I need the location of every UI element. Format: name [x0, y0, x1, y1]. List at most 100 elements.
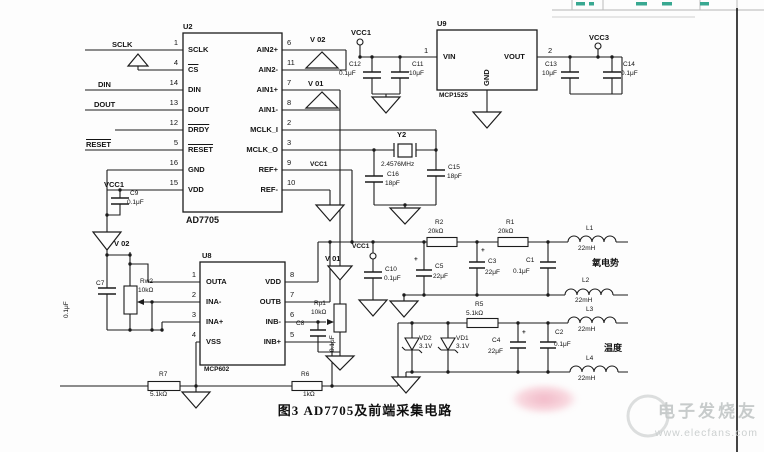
u9-ref: U9 [437, 19, 447, 28]
u9-pinnum-out: 2 [548, 46, 553, 55]
c11-value: 10μF [409, 70, 424, 77]
l4-ref: L4 [586, 355, 594, 362]
u8-pinnum-2: 2 [191, 290, 196, 299]
net-vcc1-left: VCC1 [104, 180, 125, 189]
u2-pinnum-14: 14 [169, 78, 178, 87]
c2-value: 0.1μF [554, 341, 571, 348]
c3-ref: C3 [488, 258, 497, 265]
c16-value: 18pF [385, 180, 400, 187]
u8-pin-vss: VSS [206, 337, 222, 346]
l1-value: 22mH [578, 245, 596, 252]
u2-pinnum-8: 8 [287, 98, 292, 107]
rw2-pot-body [123, 285, 138, 315]
net-vcc3: VCC3 [589, 33, 610, 42]
r2-value: 20kΩ [428, 228, 444, 235]
c8-value: 0.1μF [329, 335, 336, 352]
junction-dots [105, 55, 614, 388]
c11-ref: C11 [412, 61, 424, 68]
c12-value: 0.1μF [339, 70, 356, 77]
xtal-ref: Y2 [397, 130, 407, 139]
l3-ref: L3 [586, 306, 594, 313]
c9-value: 0.1μF [127, 199, 144, 206]
u2-pin-dout: DOUT [188, 105, 210, 114]
net-vcc1-bottom: VCC1 [352, 243, 370, 250]
c13-value: 10μF [542, 70, 557, 77]
wiper-arrows [137, 299, 334, 325]
output-oxygen-label: 氧电势 [592, 258, 620, 268]
u9-mcp1525-box [436, 29, 538, 91]
u8-pinnum-8: 8 [290, 270, 295, 279]
c15-ref: C15 [448, 164, 460, 171]
u8-pinnum-5: 5 [290, 330, 295, 339]
c15-value: 18pF [447, 173, 462, 180]
u2-ad7705-box [182, 32, 283, 213]
c5-ref: C5 [435, 263, 444, 270]
u9-pin-vin: VIN [443, 52, 456, 61]
signal-din: DIN [98, 80, 111, 89]
u2-pin-ain2p: AIN2+ [256, 45, 278, 54]
u9-pin-vout: VOUT [504, 52, 525, 61]
u9-pinnum-in: 1 [424, 46, 429, 55]
ground-and-net-arrows [91, 51, 503, 409]
c10-value: 0.1μF [384, 275, 401, 282]
u2-pin-vdd: VDD [188, 185, 204, 194]
inductor-symbols [564, 235, 619, 373]
c10-ref: C10 [385, 266, 397, 273]
c2-ref: C2 [555, 329, 564, 336]
u2-pinnum-6: 6 [287, 38, 292, 47]
u8-pin-outa: OUTA [206, 277, 227, 286]
signal-reset: RESET [86, 140, 112, 149]
r6-ref: R6 [301, 371, 310, 378]
pink-smudge [510, 384, 578, 414]
vd1-ref: VD1 [456, 335, 469, 342]
u2-pin-ain1p: AIN1+ [256, 85, 278, 94]
u2-part: AD7705 [186, 215, 220, 225]
u2-pinnum-13: 13 [169, 98, 178, 107]
top-table-fragment [552, 0, 764, 18]
c1-ref: C1 [526, 257, 535, 264]
c12-ref: C12 [349, 61, 361, 68]
l4-value: 22mH [578, 375, 596, 382]
vd2-ref: VD2 [419, 335, 432, 342]
l2-ref: L2 [582, 277, 590, 284]
u2-pin-drdy: DRDY [188, 125, 210, 134]
u8-pinnum-6: 6 [290, 310, 295, 319]
c16-ref: C16 [387, 171, 399, 178]
u2-pin-sclk: SCLK [188, 45, 209, 54]
net-v01-top: V 01 [308, 79, 324, 88]
u8-pinnum-3: 3 [191, 310, 196, 319]
c5-plus: + [414, 256, 418, 263]
signal-dout: DOUT [94, 100, 116, 109]
r7-value: 5.1kΩ [150, 391, 168, 398]
u2-pin-cs: CS [188, 65, 199, 74]
r5-value: 5.1kΩ [466, 310, 484, 317]
u8-part: MCP602 [204, 366, 230, 373]
rp1-pot-body [333, 303, 347, 333]
u8-pin-inap: INA+ [206, 317, 224, 326]
c14-ref: C14 [623, 61, 635, 68]
l2-value: 22mH [575, 297, 593, 304]
rp1-value: 10kΩ [311, 309, 327, 316]
r5-ref: R5 [475, 301, 484, 308]
r1-ref: R1 [506, 219, 515, 226]
u2-pinnum-7: 7 [287, 78, 292, 87]
l1-ref: L1 [586, 225, 594, 232]
c13-ref: C13 [545, 61, 557, 68]
c5-value: 22μF [433, 273, 448, 280]
rp1-ref: Rp1 [314, 300, 326, 307]
r6-value: 1kΩ [303, 391, 315, 398]
vd1-value: 3.1V [456, 343, 470, 350]
u2-pinnum-10: 10 [287, 178, 296, 187]
u2-pinnum-16: 16 [169, 158, 178, 167]
resistor-symbols [123, 236, 529, 392]
c3-value: 22μF [485, 269, 500, 276]
supply-terminals [356, 38, 602, 260]
r7-ref: R7 [159, 371, 168, 378]
c7-ref: C7 [96, 280, 105, 287]
c8-ref: C8 [296, 320, 305, 327]
capacitor-symbols [98, 71, 621, 349]
u8-pin-inbp: INB+ [263, 337, 281, 346]
net-v01-bottom: V 01 [325, 254, 341, 263]
u8-pinnum-4: 4 [191, 330, 196, 339]
